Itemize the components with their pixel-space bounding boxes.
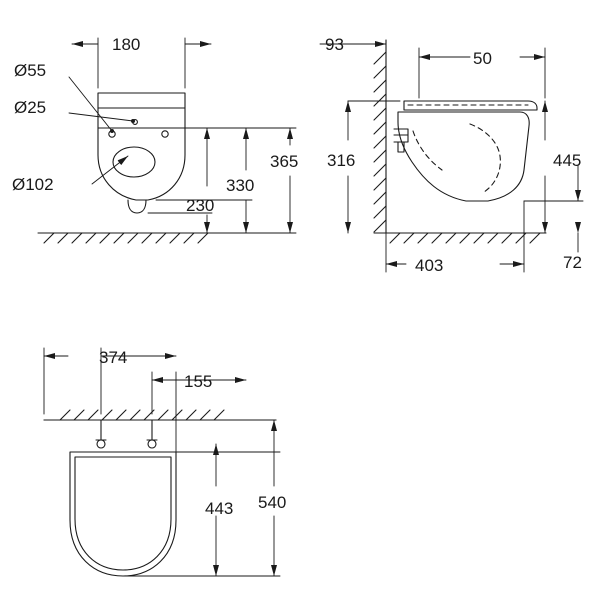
- top-view-wall-hatch: [59, 409, 225, 421]
- side-view-geometry: [373, 39, 547, 244]
- dim-side-445: 445: [553, 151, 581, 170]
- dim-front-hole-d55: Ø55: [14, 61, 46, 80]
- dim-front-365: 365: [270, 152, 298, 171]
- dim-front-width: 180: [112, 35, 140, 54]
- dim-side-403: 403: [415, 256, 443, 275]
- dim-front-hole-d25: Ø25: [14, 98, 46, 117]
- dim-top-374: 374: [99, 348, 127, 367]
- dim-top-155: 155: [184, 372, 212, 391]
- dim-side-93: 93: [325, 35, 344, 54]
- dim-side-50: 50: [473, 49, 492, 68]
- dim-front-hole-d102: Ø102: [12, 175, 54, 194]
- side-view-dimension-lines: [319, 39, 584, 273]
- front-view-dimension-lines: [68, 37, 297, 234]
- top-view-geometry: [43, 409, 277, 577]
- dim-side-72: 72: [563, 253, 582, 272]
- dim-top-443: 443: [205, 499, 233, 518]
- dim-top-540: 540: [258, 493, 286, 512]
- dim-front-330: 330: [226, 176, 254, 195]
- dim-front-230: 230: [186, 196, 214, 215]
- dim-side-316: 316: [327, 151, 355, 170]
- side-view-wall-hatch: [373, 51, 387, 233]
- front-view-geometry: [97, 92, 186, 214]
- top-view-dimension-lines: [43, 347, 281, 577]
